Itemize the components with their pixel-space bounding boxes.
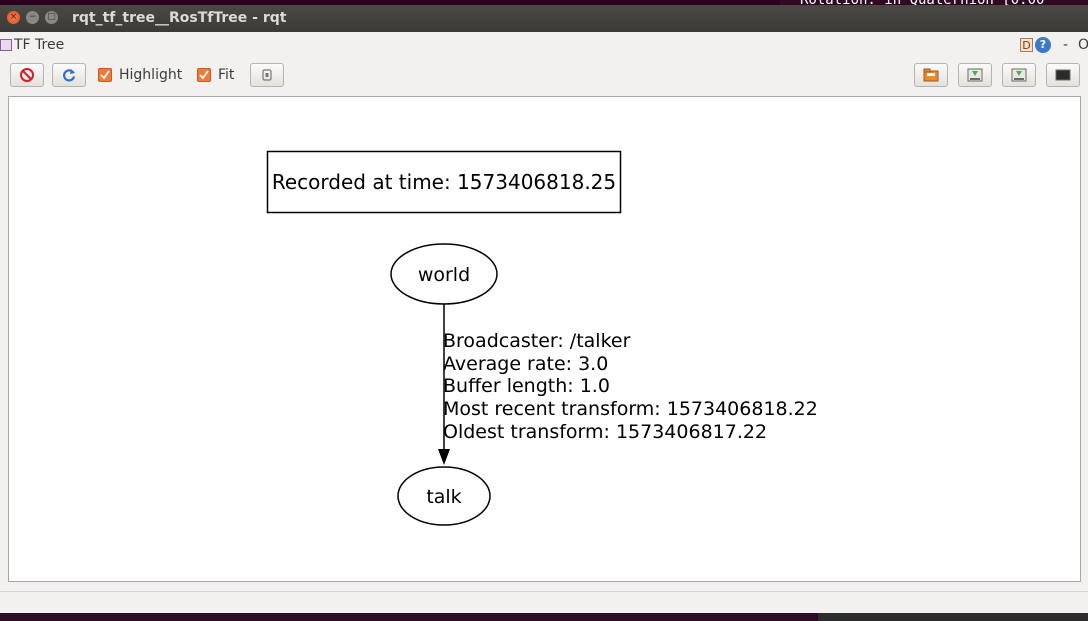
- edge-broadcaster: Broadcaster: /talker: [443, 330, 631, 352]
- edge-oldest: Oldest transform: 1573406817.22: [443, 421, 767, 443]
- rqt-window: × − □ rqt_tf_tree__RosTfTree - rqt TF Tr…: [0, 5, 1088, 613]
- fit-in-view-button[interactable]: [250, 63, 284, 87]
- checkmark-icon: [199, 70, 209, 80]
- save-image-button[interactable]: [1002, 63, 1036, 87]
- close-window-button[interactable]: ×: [7, 11, 20, 24]
- status-bar: [0, 591, 1088, 613]
- node-world-label: world: [418, 264, 470, 286]
- edge-average-rate: Average rate: 3.0: [443, 353, 608, 375]
- dock-title-bar: TF Tree D ? - O: [0, 36, 1088, 56]
- plugin-icon: [0, 39, 12, 51]
- dock-d-button[interactable]: D: [1020, 38, 1033, 52]
- node-talk[interactable]: [397, 466, 491, 526]
- save-dot-button[interactable]: [958, 63, 992, 87]
- dock-close-button[interactable]: O: [1078, 37, 1088, 53]
- highlight-checkbox[interactable]: [98, 68, 112, 82]
- dock-title: TF Tree: [14, 37, 65, 53]
- load-dot-button[interactable]: [914, 63, 948, 87]
- screenshot-icon: [1055, 69, 1071, 81]
- edge-label: Broadcaster: /talker Average rate: 3.0 B…: [443, 330, 824, 443]
- screenshot-button[interactable]: [1046, 63, 1080, 87]
- edge-most-recent: Most recent transform: 1573406818.22: [443, 398, 818, 420]
- minimize-window-button[interactable]: −: [26, 11, 39, 24]
- title-bar: × − □ rqt_tf_tree__RosTfTree - rqt: [0, 5, 1088, 32]
- fit-checkbox[interactable]: [197, 68, 211, 82]
- clear-button[interactable]: [10, 63, 44, 87]
- tf-tree-canvas[interactable]: Recorded at time: 1573406818.25 world Br…: [8, 96, 1081, 582]
- recorded-time-label: Recorded at time: 1573406818.25: [272, 170, 616, 194]
- refresh-icon: [63, 69, 76, 82]
- save-image-icon: [1011, 68, 1027, 82]
- terminal-text: Rotation: in Quaternion [0.00: [800, 0, 1045, 8]
- toolbar: Highlight Fit: [0, 63, 1088, 93]
- help-button[interactable]: ?: [1035, 37, 1051, 53]
- window-title: rqt_tf_tree__RosTfTree - rqt: [72, 10, 287, 26]
- fit-view-icon: [262, 69, 272, 81]
- maximize-window-button[interactable]: □: [45, 11, 58, 24]
- node-talk-label: talk: [426, 486, 461, 508]
- edge-buffer-length: Buffer length: 1.0: [443, 375, 610, 397]
- dock-minimize-button[interactable]: -: [1063, 37, 1069, 53]
- open-file-icon: [923, 68, 939, 82]
- highlight-label[interactable]: Highlight: [119, 67, 183, 83]
- recorded-time-box: [266, 150, 622, 214]
- save-dot-icon: [967, 68, 983, 82]
- edge-arrowhead: [438, 449, 450, 465]
- refresh-button[interactable]: [52, 63, 86, 87]
- fit-label[interactable]: Fit: [218, 67, 235, 83]
- background-terminal: Rotation: in Quaternion [0.00: [780, 0, 1088, 8]
- desktop-bottom-right: [818, 613, 1088, 621]
- tf-graph: Recorded at time: 1573406818.25 world Br…: [266, 150, 824, 526]
- stop-icon: [20, 68, 34, 82]
- checkmark-icon: [100, 70, 110, 80]
- desktop-bottom-strip: [0, 613, 1088, 621]
